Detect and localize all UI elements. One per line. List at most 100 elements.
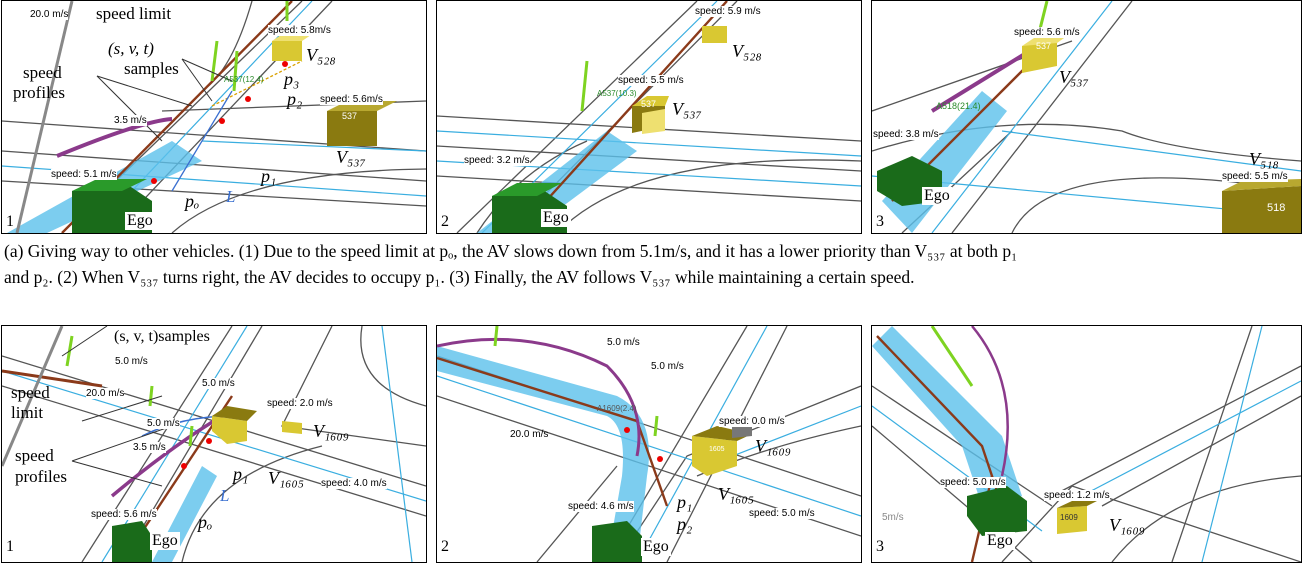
figure-panel-top-1: 537 20.0 m/s speed limit speed: 5.8m/s (… [1, 0, 427, 234]
car-id-537: 537 [1036, 41, 1051, 51]
speed-profiles-label-2: profiles [13, 83, 65, 102]
ego-label: Ego [922, 187, 952, 205]
lane-lines [437, 326, 861, 562]
samples-word: samples [124, 59, 179, 78]
figure-panel-bottom-1: (s, v, t)samples 5.0 m/s 5.0 m/s speed 2… [1, 325, 427, 563]
arrow [181, 58, 233, 82]
samples-tuple: (s, v, t) [108, 39, 154, 58]
samples-label: (s, v, t)samples [114, 328, 210, 345]
panel-number: 3 [876, 213, 884, 230]
scene-top-1: 537 [2, 1, 426, 233]
arrow [71, 460, 163, 487]
panel-number: 1 [6, 213, 14, 230]
v1609-car [1057, 506, 1087, 534]
road-lines [2, 1, 426, 233]
L-arrow [171, 90, 233, 192]
scene-bottom-2: 1605 [437, 326, 861, 562]
v528-car [272, 41, 302, 61]
v528-label: V₅₂₈ [732, 41, 762, 61]
p2-point-a [624, 427, 630, 433]
ego-speed: speed: 4.6 m/s [568, 501, 634, 512]
scene-bottom-1 [2, 326, 426, 562]
speed-limit-value: 20.0 m/s [30, 9, 69, 20]
p1-point [206, 438, 212, 444]
panel-number: 2 [441, 538, 449, 555]
green-marker [580, 60, 589, 112]
profile-speed-a: 5.0 m/s [115, 356, 148, 367]
v528-car [702, 26, 727, 43]
speed-profile-curve [437, 337, 641, 457]
v1609-speed: speed: 2.0 m/s [267, 398, 333, 409]
v537-car [1022, 39, 1057, 73]
v528-speed: speed: 5.8m/s [268, 25, 331, 36]
car-id: 518 [1267, 202, 1285, 214]
caption-line-2: and p₂. (2) When V₅₃₇ turns right, the A… [4, 267, 915, 287]
p1-point [657, 456, 663, 462]
road-lines [437, 326, 861, 562]
p1-label: p₁ [233, 464, 249, 484]
profile-speed-d: 3.5 m/s [133, 442, 166, 453]
a-tag: A518(21.4) [936, 101, 981, 111]
green-marker [188, 425, 194, 447]
figure-panel-top-2: 537 speed: 5.9 m/s V₅₂₈ speed: 5.5 m/s A… [436, 0, 862, 234]
v528-speed: speed: 5.9 m/s [695, 6, 761, 17]
p2-label: p₂ [677, 514, 693, 534]
v537-car [327, 111, 377, 146]
p3-label: p₃ [284, 69, 300, 89]
car-id: 537 [342, 111, 357, 121]
green-marker [148, 385, 154, 407]
v1609-speed: speed: 1.2 m/s [1044, 490, 1110, 501]
ego-speed: speed: 3.8 m/s [873, 129, 939, 140]
figure-panel-top-3: 537 518 speed: 5.6 m/s V₅₃₇ A518(21.4) s… [871, 0, 1302, 234]
pole [2, 326, 64, 467]
green-marker [210, 40, 219, 82]
speed-limit-line [2, 369, 103, 388]
scene-bottom-3: 1609 [872, 326, 1301, 562]
speed-profile-curve [110, 414, 223, 498]
green-marker [653, 415, 659, 437]
v518-speed: speed: 5.5 m/s [1222, 171, 1288, 182]
v537-label: V₅₃₇ [336, 147, 366, 167]
ego-label: Ego [125, 212, 155, 230]
v537-label: V₅₃₇ [672, 99, 702, 119]
v1609-label: V₁₆₀₉ [755, 436, 792, 456]
v1605-speed: speed: 4.0 m/s [321, 478, 387, 489]
car-id: 537 [641, 99, 656, 109]
ego-speed: speed: 5.1 m/s [51, 169, 117, 180]
v518-car [1222, 186, 1301, 233]
road-lines [2, 326, 426, 562]
profile-speed-a: 5.0 m/s [607, 337, 640, 348]
arrow [96, 75, 163, 142]
ego-label: Ego [541, 209, 571, 227]
p2-label: p₂ [287, 89, 303, 109]
po-point [151, 178, 157, 184]
p1-label: p₁ [677, 492, 693, 512]
ego-corridor [437, 346, 649, 562]
v537-speed: speed: 5.6m/s [320, 94, 383, 105]
v1609-label: V₁₆₀₉ [313, 421, 350, 441]
speed-profile-curve [56, 117, 173, 158]
a-tag: A537(10.3) [597, 89, 637, 98]
ego-speed: speed: 3.2 m/s [464, 155, 530, 166]
p2-point [245, 96, 251, 102]
v1609-car-top [1057, 501, 1097, 508]
v1605-speed: speed: 5.0 m/s [749, 508, 815, 519]
speed-profiles-label-1: speed [15, 446, 54, 465]
speed-profile-curve [971, 326, 1009, 477]
lane-lines [2, 326, 426, 562]
po-label: pₒ [185, 191, 200, 211]
p3-point [282, 61, 288, 67]
speed-profiles-label-1: speed [23, 63, 62, 82]
figure-panel-bottom-3: 1609 speed: 5.0 m/s speed: 1.2 m/s 5m/s … [871, 325, 1302, 563]
v518-label: V₅₁₈ [1249, 149, 1279, 169]
ego-car [967, 486, 1027, 536]
speed-limit-label-1: speed [11, 383, 50, 402]
p1-point [219, 118, 225, 124]
profile-speed: 3.5 m/s [114, 115, 147, 126]
v1605-label: V₁₆₀₅ [718, 484, 755, 504]
limit-value: 20.0 m/s [510, 429, 549, 440]
v1609-speed: speed: 0.0 m/s [719, 416, 785, 427]
v528-label: V₅₂₈ [306, 45, 336, 65]
green-marker [930, 326, 974, 387]
L-label: L [226, 187, 236, 206]
